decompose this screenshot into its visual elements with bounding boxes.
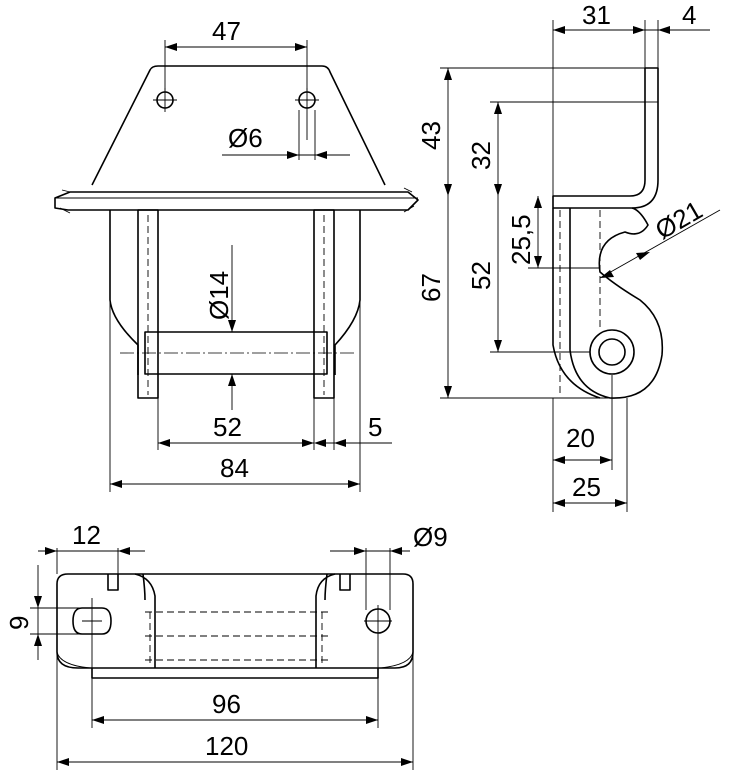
dim-96: 96 (212, 689, 241, 719)
dim-84: 84 (220, 453, 249, 483)
dim-4: 4 (682, 0, 696, 30)
dim-dia-9: Ø9 (413, 522, 448, 552)
dim-120: 120 (205, 731, 248, 761)
dim-52-front: 52 (213, 412, 242, 442)
plan-base-plate (56, 573, 414, 669)
dim-43: 43 (416, 121, 446, 150)
dim-25: 25 (572, 472, 601, 502)
dim-31: 31 (582, 0, 611, 30)
dim-52-side: 52 (466, 261, 496, 290)
side-hook (569, 207, 664, 399)
dim-67: 67 (416, 273, 446, 302)
side-pivot-inner (598, 338, 626, 366)
front-right-plate (313, 209, 335, 399)
front-trapezoid-plate (91, 65, 386, 186)
dim-dia-6: Ø6 (228, 123, 263, 153)
side-pivot-outer (589, 329, 635, 375)
dim-12: 12 (72, 520, 101, 550)
dim-32: 32 (466, 141, 496, 170)
dim-dia-21: Ø21 (650, 195, 708, 246)
side-dimensions: 31 4 43 32 25,5 Ø21 67 52 20 (416, 0, 721, 512)
side-bracket (552, 67, 659, 209)
front-base-flange (54, 191, 419, 211)
dim-dia-14: Ø14 (204, 271, 234, 320)
plan-dimensions: 12 Ø9 9 96 120 (4, 520, 448, 770)
dim-47: 47 (212, 16, 241, 46)
side-view (552, 67, 664, 399)
dim-5: 5 (368, 412, 382, 442)
dim-20: 20 (566, 423, 595, 453)
front-dimensions: 47 Ø6 Ø14 52 5 84 (109, 16, 392, 492)
dim-9: 9 (4, 616, 34, 630)
front-view (54, 65, 419, 399)
plan-view (56, 573, 414, 679)
front-body (109, 210, 361, 375)
dim-25-5: 25,5 (506, 214, 536, 265)
plan-slot-left (72, 607, 112, 635)
front-left-plate (137, 209, 159, 399)
